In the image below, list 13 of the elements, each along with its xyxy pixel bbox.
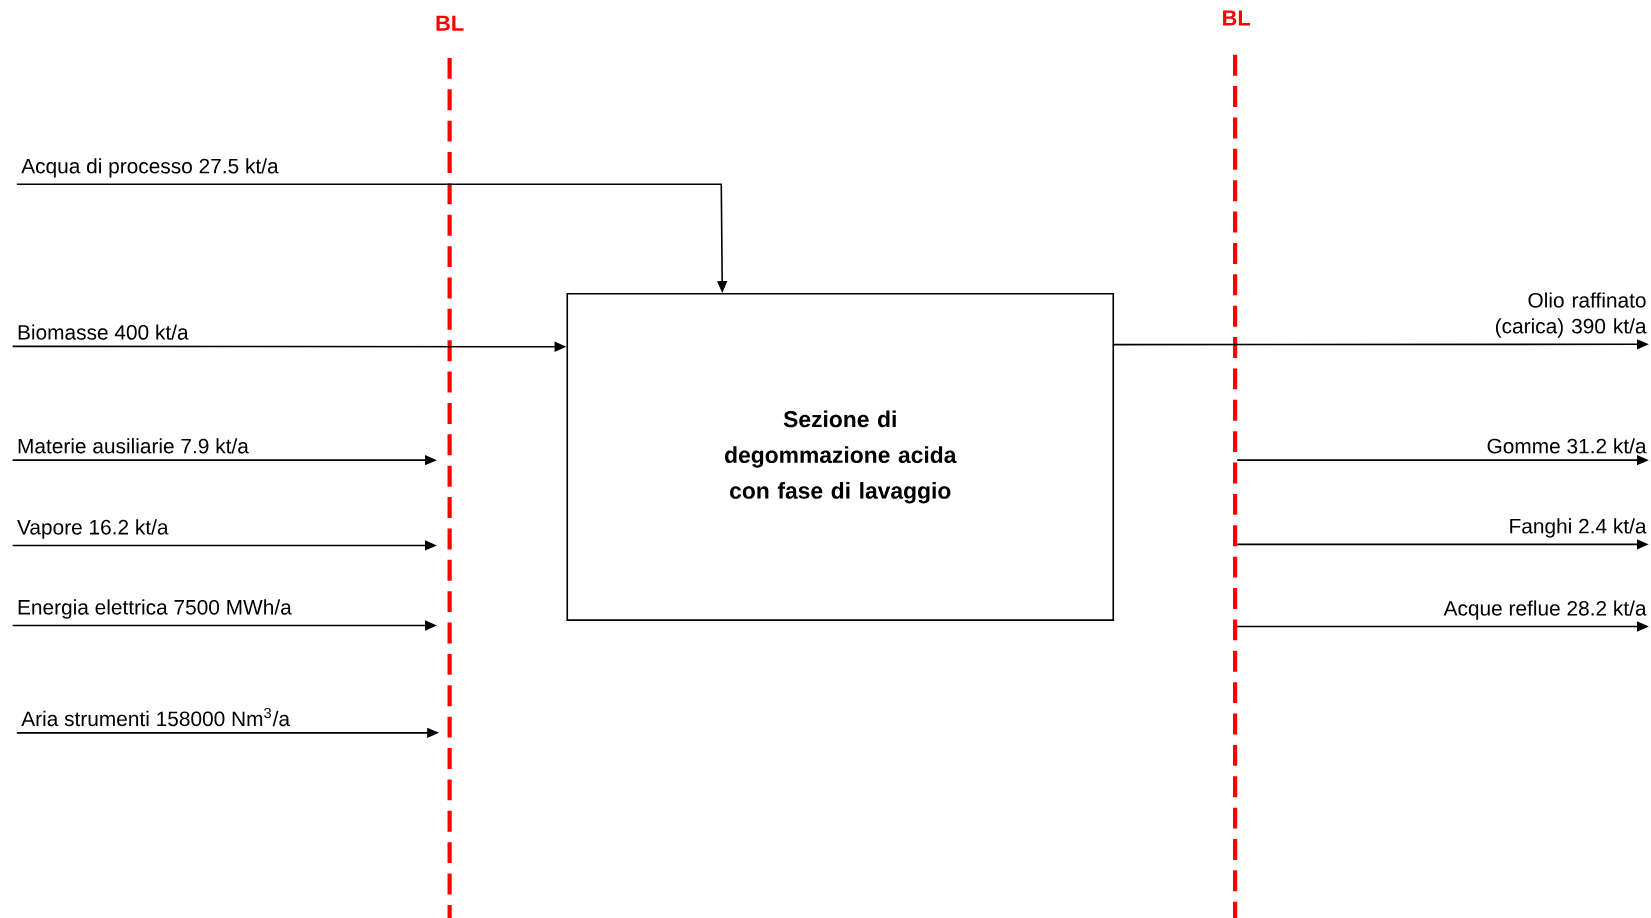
stream-label: Aria strumenti 158000 Nm$^{3}$/a — [21, 707, 291, 727]
stream-label: Acqua di processo 27.5 kt/a — [21, 158, 279, 178]
stream-label: Energia elettrica 7500 MWh/a — [18, 599, 292, 619]
stream-label: Materie ausiliarie 7.9 kt/a — [18, 438, 249, 454]
stream-label: Vapore 16.2 kt/a — [17, 519, 169, 539]
stream-label: Acque reflue 28.2 kt/a — [1443, 600, 1647, 620]
boundary-label: BL — [1223, 10, 1251, 26]
process-box: Sezione di degommazione acida con fase di lavaggio — [566, 292, 1115, 621]
stream-label: Olio raffinato (carica) 390 kt/a — [1495, 292, 1647, 338]
boundary-label: BL — [436, 15, 464, 31]
stream-label: Fanghi 2.4 kt/a — [1510, 518, 1647, 538]
stream-label: Biomasse 400 kt/a — [18, 324, 189, 340]
stream-label: Gomme 31.2 kt/a — [1487, 438, 1647, 454]
